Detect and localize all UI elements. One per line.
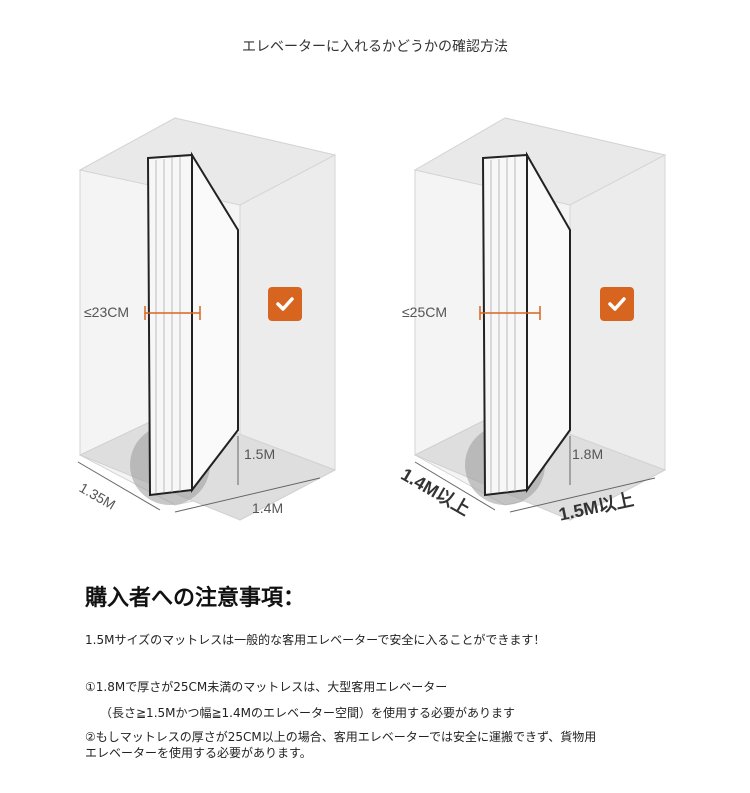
left-elevator-diagram	[77, 117, 337, 521]
page-title: エレベーターに入れるかどうかの確認方法	[242, 39, 508, 55]
left-check-badge	[268, 287, 302, 321]
left-width-label: 1.4M	[252, 500, 284, 516]
notes-heading: 購入者への注意事項：	[85, 586, 306, 611]
left-thickness-label: ≤23CM	[84, 304, 130, 320]
right-mattress-length-label: 1.8M	[572, 446, 604, 462]
check-icon	[276, 297, 294, 311]
right-elevator-diagram	[413, 117, 667, 521]
right-check-badge	[600, 287, 634, 321]
notes-line-2: ①1.8Mで厚さが25CM未満のマットレスは、大型客用エレベーター	[85, 680, 448, 694]
left-mattress-length-label: 1.5M	[244, 446, 276, 462]
notes-line-4: ②もしマットレスの厚さが25CM以上の場合、客用エレベーターでは安全に運搬できず…	[85, 730, 597, 744]
notes-line-1: 1.5Mサイズのマットレスは一般的な客用エレベーターで安全に入ることができます！	[85, 633, 546, 647]
check-icon	[608, 297, 626, 311]
right-thickness-label: ≤25CM	[402, 304, 448, 320]
notes-line-3: （長さ≧1.5Mかつ幅≧1.4Mのエレベーター空間）を使用する必要があります	[100, 706, 515, 720]
notes-line-5: エレベーターを使用する必要があります。	[85, 746, 312, 760]
